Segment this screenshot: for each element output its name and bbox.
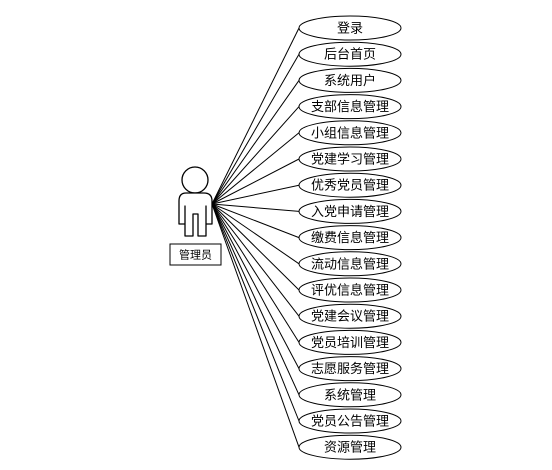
association-line (211, 203, 300, 422)
association-line (211, 106, 300, 205)
actor-label-box (169, 243, 222, 266)
use-case-label: 评优信息管理 (311, 283, 389, 299)
association-line (211, 203, 300, 396)
association-lines (211, 27, 300, 448)
use-case: 登录 (298, 15, 402, 41)
use-case: 系统用户 (298, 67, 402, 93)
use-case: 流动信息管理 (298, 251, 402, 277)
actor-body (178, 192, 213, 237)
use-case: 党建会议管理 (298, 303, 402, 329)
use-case-ellipse (298, 303, 402, 329)
association-line (211, 203, 300, 317)
association-line (211, 203, 300, 265)
use-case-ellipse (298, 67, 402, 93)
use-case: 党员公告管理 (298, 408, 402, 434)
association-line (211, 158, 300, 205)
association-line (211, 203, 300, 212)
use-case: 志愿服务管理 (298, 356, 402, 382)
use-case-ellipse (298, 94, 402, 120)
use-case-label: 党建学习管理 (311, 152, 389, 168)
use-case-ellipse (298, 172, 402, 198)
use-case-label: 优秀党员管理 (311, 179, 389, 194)
use-case-label: 资源管理 (324, 441, 376, 456)
association-line (211, 203, 300, 291)
association-line (211, 132, 300, 205)
association-line (211, 203, 300, 448)
use-case-label: 志愿服务管理 (311, 361, 389, 377)
actor-head (181, 166, 209, 194)
use-case: 系统管理 (298, 382, 402, 408)
use-case-ellipse (298, 198, 402, 224)
use-case: 评优信息管理 (298, 277, 402, 303)
use-case-ellipse (298, 356, 402, 382)
use-case-label: 党建会议管理 (311, 310, 389, 325)
association-line (211, 203, 300, 369)
use-case-label: 流动信息管理 (311, 256, 389, 272)
use-case-ellipse (298, 251, 402, 277)
use-case-label: 后台首页 (324, 48, 376, 63)
use-case-ellipse (298, 120, 402, 146)
use-case-label: 登录 (337, 22, 363, 37)
use-case: 党建学习管理 (298, 146, 402, 172)
use-case: 入党申请管理 (298, 198, 402, 224)
use-case-ellipse (298, 329, 402, 355)
use-case-label: 党员公告管理 (311, 415, 389, 430)
use-case: 优秀党员管理 (298, 172, 402, 198)
use-case-label: 小组信息管理 (311, 125, 389, 141)
association-line (211, 27, 300, 205)
use-case: 后台首页 (298, 41, 402, 67)
use-case-label: 党员培训管理 (311, 335, 389, 351)
association-line (211, 53, 300, 205)
use-case-ellipse (298, 41, 402, 67)
use-case: 资源管理 (298, 434, 402, 460)
use-case-label: 支部信息管理 (311, 99, 389, 115)
association-line (211, 203, 300, 343)
association-line (211, 203, 300, 239)
use-case-ellipse (298, 277, 402, 303)
association-line (211, 184, 300, 205)
use-case: 缴费信息管理 (298, 225, 402, 251)
actor-figure: 管理员 (169, 166, 222, 266)
use-case-ellipse (298, 382, 402, 408)
use-case-label: 入党申请管理 (311, 205, 389, 220)
use-case: 小组信息管理 (298, 120, 402, 146)
actor-label: 管理员 (179, 248, 212, 262)
association-line (211, 80, 300, 205)
use-case-ellipse (298, 15, 402, 41)
use-case: 支部信息管理 (298, 94, 402, 120)
use-case-list: 登录后台首页系统用户支部信息管理小组信息管理党建学习管理优秀党员管理入党申请管理… (298, 15, 402, 460)
use-case: 党员培训管理 (298, 329, 402, 355)
use-case-ellipse (298, 146, 402, 172)
use-case-label: 系统管理 (324, 388, 376, 403)
use-case-ellipse (298, 434, 402, 460)
use-case-label: 缴费信息管理 (311, 230, 389, 246)
use-case-ellipse (298, 408, 402, 434)
use-case-label: 系统用户 (324, 73, 376, 89)
use-case-ellipse (298, 225, 402, 251)
